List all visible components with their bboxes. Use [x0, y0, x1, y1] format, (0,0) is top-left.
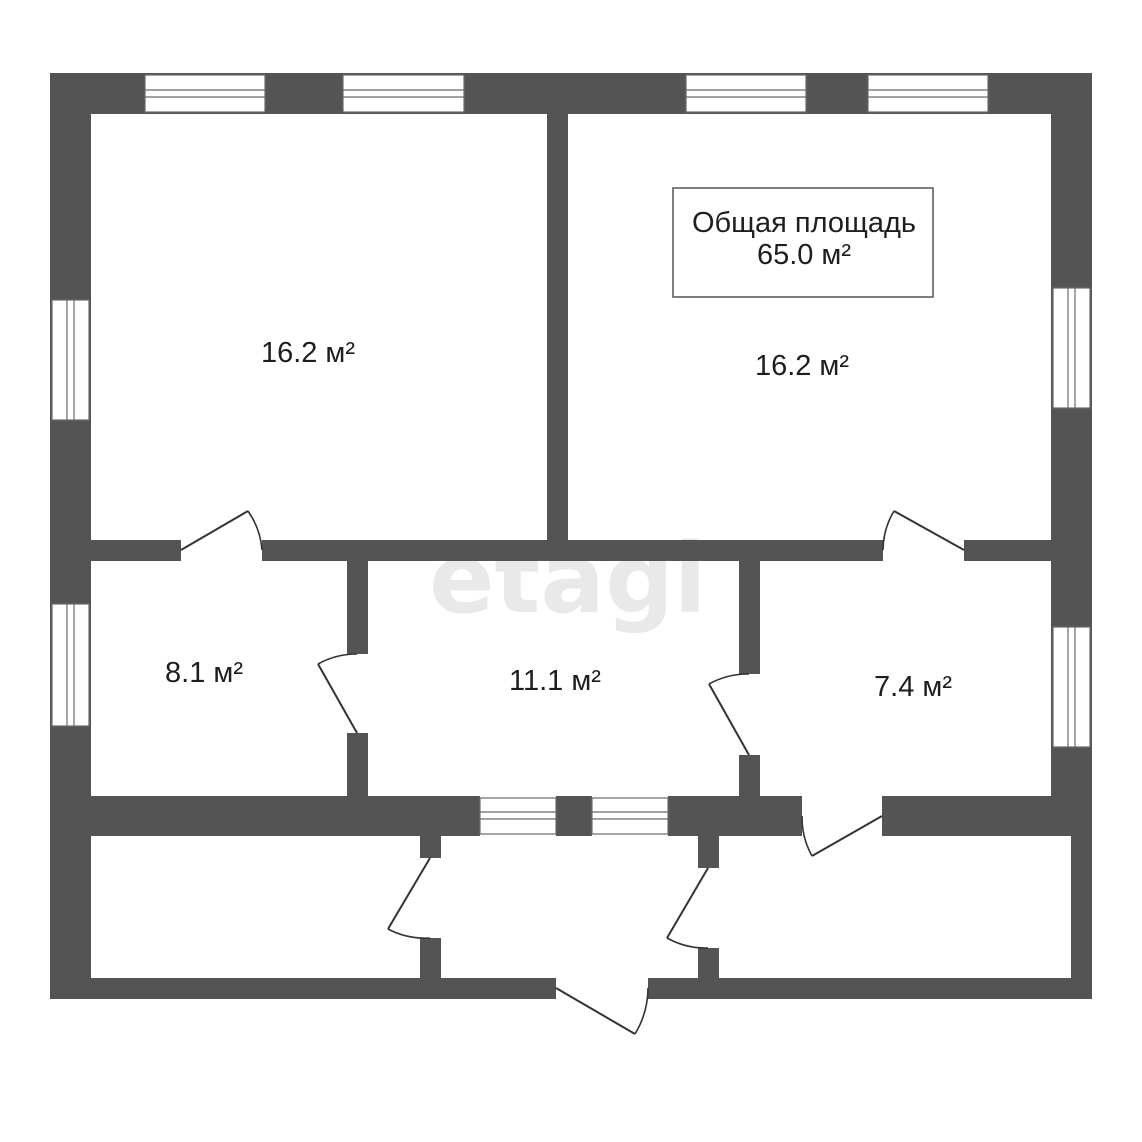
- door-room-8-1: [317, 653, 358, 734]
- door-annex-right-room: [801, 815, 883, 857]
- total-area-value: 65.0 м²: [757, 239, 851, 271]
- window-top-2: [342, 74, 465, 113]
- door-room-7-4: [708, 673, 750, 756]
- room-area-label: 11.1 м²: [509, 665, 601, 697]
- window-inner-1: [479, 797, 557, 835]
- total-area-box: Общая площадь 65.0 м²: [672, 187, 934, 298]
- window-inner-2: [591, 797, 669, 835]
- door-annex-right: [666, 867, 709, 949]
- window-right-2: [1052, 626, 1091, 748]
- window-top-4: [867, 74, 989, 113]
- door-top-left-room: [180, 510, 263, 551]
- window-top-1: [144, 74, 266, 113]
- room-area-label: 8.1 м²: [165, 657, 243, 689]
- door-entrance: [555, 987, 649, 1035]
- window-top-3: [685, 74, 807, 113]
- room-area-label: 7.4 м²: [874, 671, 952, 703]
- door-annex-left: [387, 857, 431, 939]
- door-top-right-room: [882, 510, 965, 551]
- room-area-label: 16.2 м²: [755, 350, 849, 382]
- window-right-1: [1052, 287, 1091, 409]
- window-left-1: [51, 299, 90, 421]
- total-area-label: Общая площадь: [692, 207, 916, 239]
- window-left-2: [51, 603, 90, 727]
- room-area-label: 16.2 м²: [261, 337, 355, 369]
